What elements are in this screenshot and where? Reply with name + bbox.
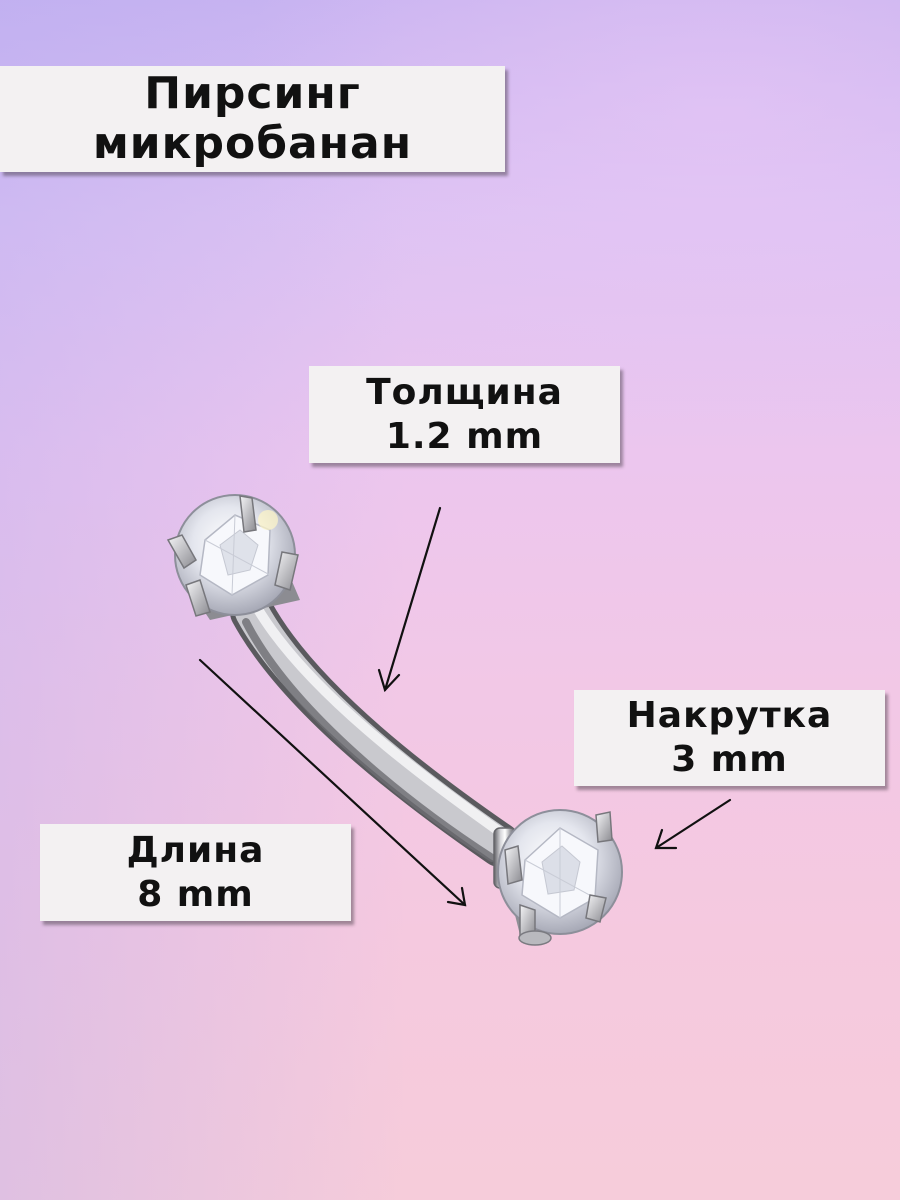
title-banner: Пирсинг микробанан [0, 66, 505, 172]
thread-arrow [654, 798, 732, 850]
thickness-arrow [377, 506, 442, 693]
title-line-2: микробанан [92, 118, 413, 169]
thickness-title: Толщина [366, 371, 563, 413]
bottom-gem [493, 809, 623, 946]
length-label: Длина 8 mm [40, 824, 351, 921]
thread-label: Накрутка 3 mm [574, 690, 885, 786]
curved-bar [230, 590, 522, 867]
thread-title: Накрутка [626, 695, 833, 736]
thickness-value: 1.2 mm [385, 415, 544, 457]
thickness-label: Толщина 1.2 mm [309, 366, 620, 463]
top-gem [166, 494, 300, 620]
length-arrow [198, 658, 467, 907]
length-title: Длина [126, 829, 265, 871]
title-line-1: Пирсинг [144, 68, 361, 119]
length-value: 8 mm [137, 873, 254, 915]
thread-value: 3 mm [671, 739, 788, 780]
